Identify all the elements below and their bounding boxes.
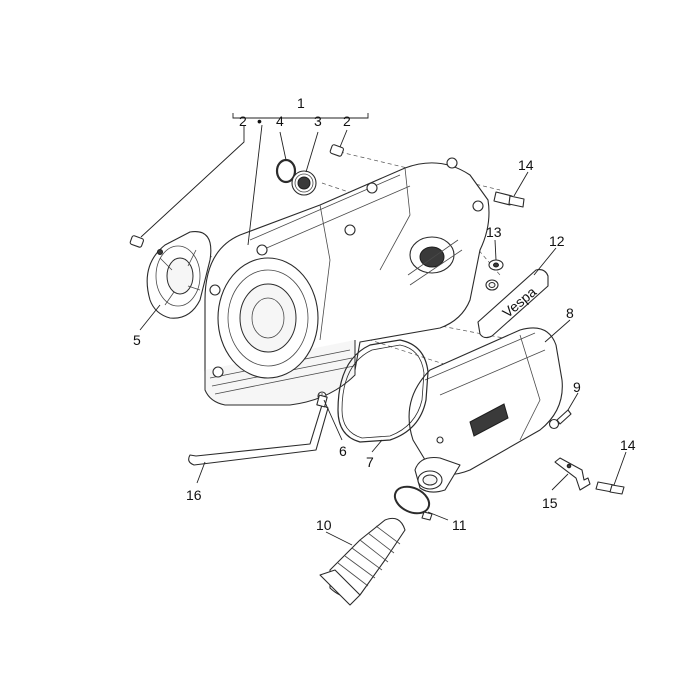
callout-10: 10 (316, 517, 332, 533)
callout-15: 15 (542, 495, 558, 511)
dowel-pin-right (329, 144, 344, 157)
leader-14-bottom (613, 451, 627, 486)
callout-3: 3 (314, 113, 322, 129)
leader-4 (279, 131, 287, 161)
bracket-part-15 (554, 457, 591, 491)
callout-2-right: 2 (343, 113, 351, 129)
callout-12: 12 (549, 233, 565, 249)
leader-2-right (339, 129, 348, 148)
callout-14-top: 14 (518, 157, 534, 173)
callout-16: 16 (186, 487, 202, 503)
badge-plate-part-12: Vespa (477, 269, 549, 339)
leader-3 (305, 131, 319, 173)
callout-7: 7 (366, 454, 374, 470)
air-duct-part-10 (319, 517, 406, 606)
leader-7 (371, 439, 383, 453)
leader-lines (139, 113, 627, 546)
grommet-part-13 (485, 259, 504, 291)
leader-16 (196, 461, 206, 484)
leader-11 (427, 511, 449, 521)
callout-6: 6 (339, 443, 347, 459)
callout-labels: 1 2 • 4 3 2 14 13 12 5 8 9 6 7 14 16 15 … (133, 95, 636, 533)
callout-8: 8 (566, 305, 574, 321)
leader-5 (139, 304, 161, 331)
hose-clamp-part-11 (393, 485, 433, 521)
outer-cover-part-8 (408, 327, 563, 493)
inner-plate-part-5 (146, 231, 212, 319)
crankcase-cover (204, 157, 490, 406)
leader-9 (567, 392, 579, 411)
callout-4: 4 (276, 113, 284, 129)
screw-part-14-bottom (595, 481, 625, 495)
leader-15 (551, 473, 569, 491)
gasket-part-7 (337, 339, 429, 443)
leader-12 (533, 247, 557, 276)
callout-1: 1 (297, 95, 305, 111)
leader-13 (494, 239, 497, 261)
callout-14-bottom: 14 (620, 437, 636, 453)
leader-2-left (140, 125, 245, 238)
screw-part-9 (548, 409, 572, 430)
leader-6 (323, 399, 343, 441)
leader-bullet (247, 124, 263, 246)
leader-10 (325, 531, 353, 546)
callout-bullet: • (257, 113, 262, 129)
leader-8 (544, 319, 571, 343)
dowel-pin-left (129, 235, 144, 248)
callout-9: 9 (573, 379, 581, 395)
callout-5: 5 (133, 332, 141, 348)
callout-2-left: 2 (239, 113, 247, 129)
callout-11: 11 (452, 517, 467, 533)
allen-key-part-16 (188, 394, 329, 466)
bracket-line-group-1 (232, 113, 369, 119)
screw-part-14-top (493, 191, 525, 208)
callout-13: 13 (486, 224, 502, 240)
bearing-part-3 (291, 170, 317, 196)
leader-14-top (513, 171, 529, 197)
